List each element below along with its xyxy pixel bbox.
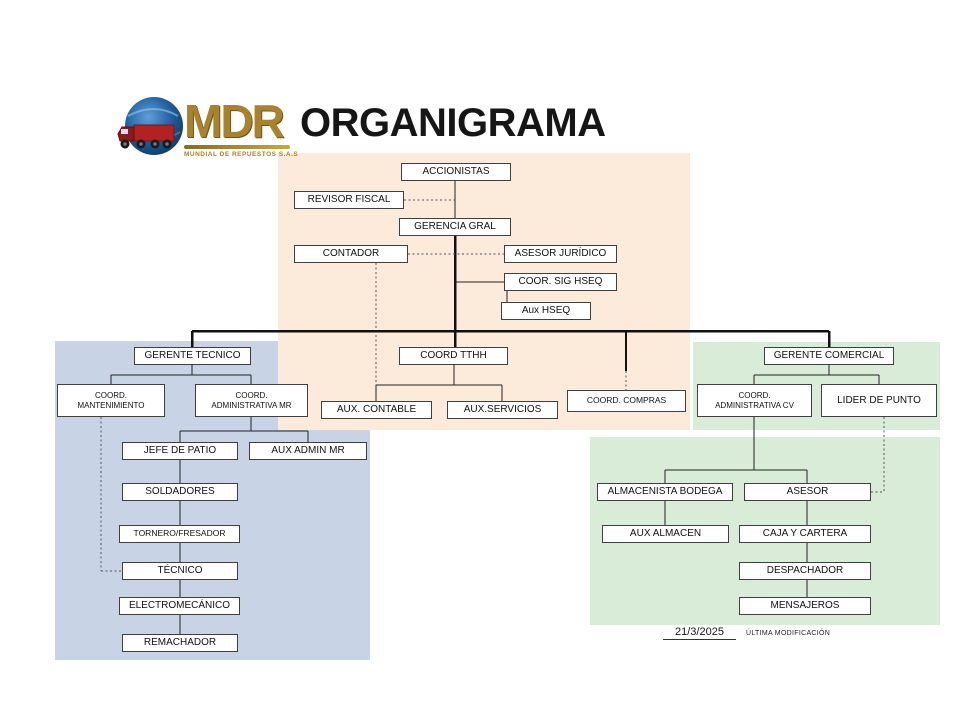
org-node-revisor-fiscal: REVISOR FISCAL (294, 191, 404, 209)
org-node-tecnico: TÉCNICO (122, 562, 238, 580)
org-node-aux-admin-mr: AUX ADMIN MR (249, 442, 367, 460)
org-node-aux-almacen: AUX ALMACEN (602, 525, 729, 543)
org-node-gerencia-gral: GERENCIA GRAL (399, 218, 511, 236)
org-node-gerente-comercial: GERENTE COMERCIAL (764, 347, 894, 365)
org-node-coord-administrativa-mr: COORD. ADMINISTRATIVA MR (195, 384, 308, 417)
brand-tagline: MUNDIAL DE REPUESTOS S.A.S (184, 150, 299, 158)
org-node-jefe-de-patio: JEFE DE PATIO (122, 442, 238, 460)
page-title: ORGANIGRAMA (300, 101, 606, 145)
last-modified-date: 21/3/2025 (663, 626, 736, 640)
org-node-accionistas: ACCIONISTAS (401, 163, 511, 181)
org-node-aux-hseq: Aux HSEQ (501, 302, 591, 320)
org-node-remachador: REMACHADOR (122, 634, 238, 652)
org-node-coord-tthh: COORD TTHH (399, 347, 508, 365)
org-node-electromecanico: ELECTROMECÁNICO (119, 597, 240, 615)
last-modified-label: ÚLTIMA MODIFICACIÓN (746, 630, 831, 637)
org-node-almacenista-bodega: ALMACENISTA BODEGA (597, 483, 733, 501)
org-node-caja-y-cartera: CAJA Y CARTERA (739, 525, 871, 543)
org-node-coord-mantenimiento: COORD. MANTENIMIENTO (57, 384, 165, 417)
org-node-mensajeros: MENSAJEROS (739, 597, 871, 615)
brand-name: MDR (184, 95, 285, 147)
company-logo: MDR MUNDIAL DE REPUESTOS S.A.S (110, 96, 298, 162)
org-node-coord-compras: COORD. COMPRAS (567, 390, 686, 412)
org-node-tornero-fresador: TORNERO/FRESADOR (119, 525, 240, 543)
org-node-lider-de-punto: LIDER DE PUNTO (821, 384, 937, 417)
org-node-coord-administrativa-cv: COORD. ADMINISTRATIVA CV (697, 384, 812, 417)
org-node-aux-servicios: AUX.SERVICIOS (447, 401, 558, 419)
org-node-asesor: ASESOR (744, 483, 871, 501)
org-node-asesor-juridico: ASESOR JURÍDICO (504, 245, 617, 263)
brand-underline (184, 144, 290, 149)
truck-globe-logo-icon (110, 96, 190, 162)
org-node-aux-contable: AUX. CONTABLE (321, 401, 432, 419)
org-node-gerente-tecnico: GERENTE TECNICO (134, 347, 251, 365)
org-node-soldadores: SOLDADORES (122, 483, 238, 501)
org-node-contador: CONTADOR (294, 245, 408, 263)
org-node-despachador: DESPACHADOR (739, 562, 871, 580)
org-node-coor-sig-hseq: COOR. SIG HSEQ (504, 273, 617, 291)
